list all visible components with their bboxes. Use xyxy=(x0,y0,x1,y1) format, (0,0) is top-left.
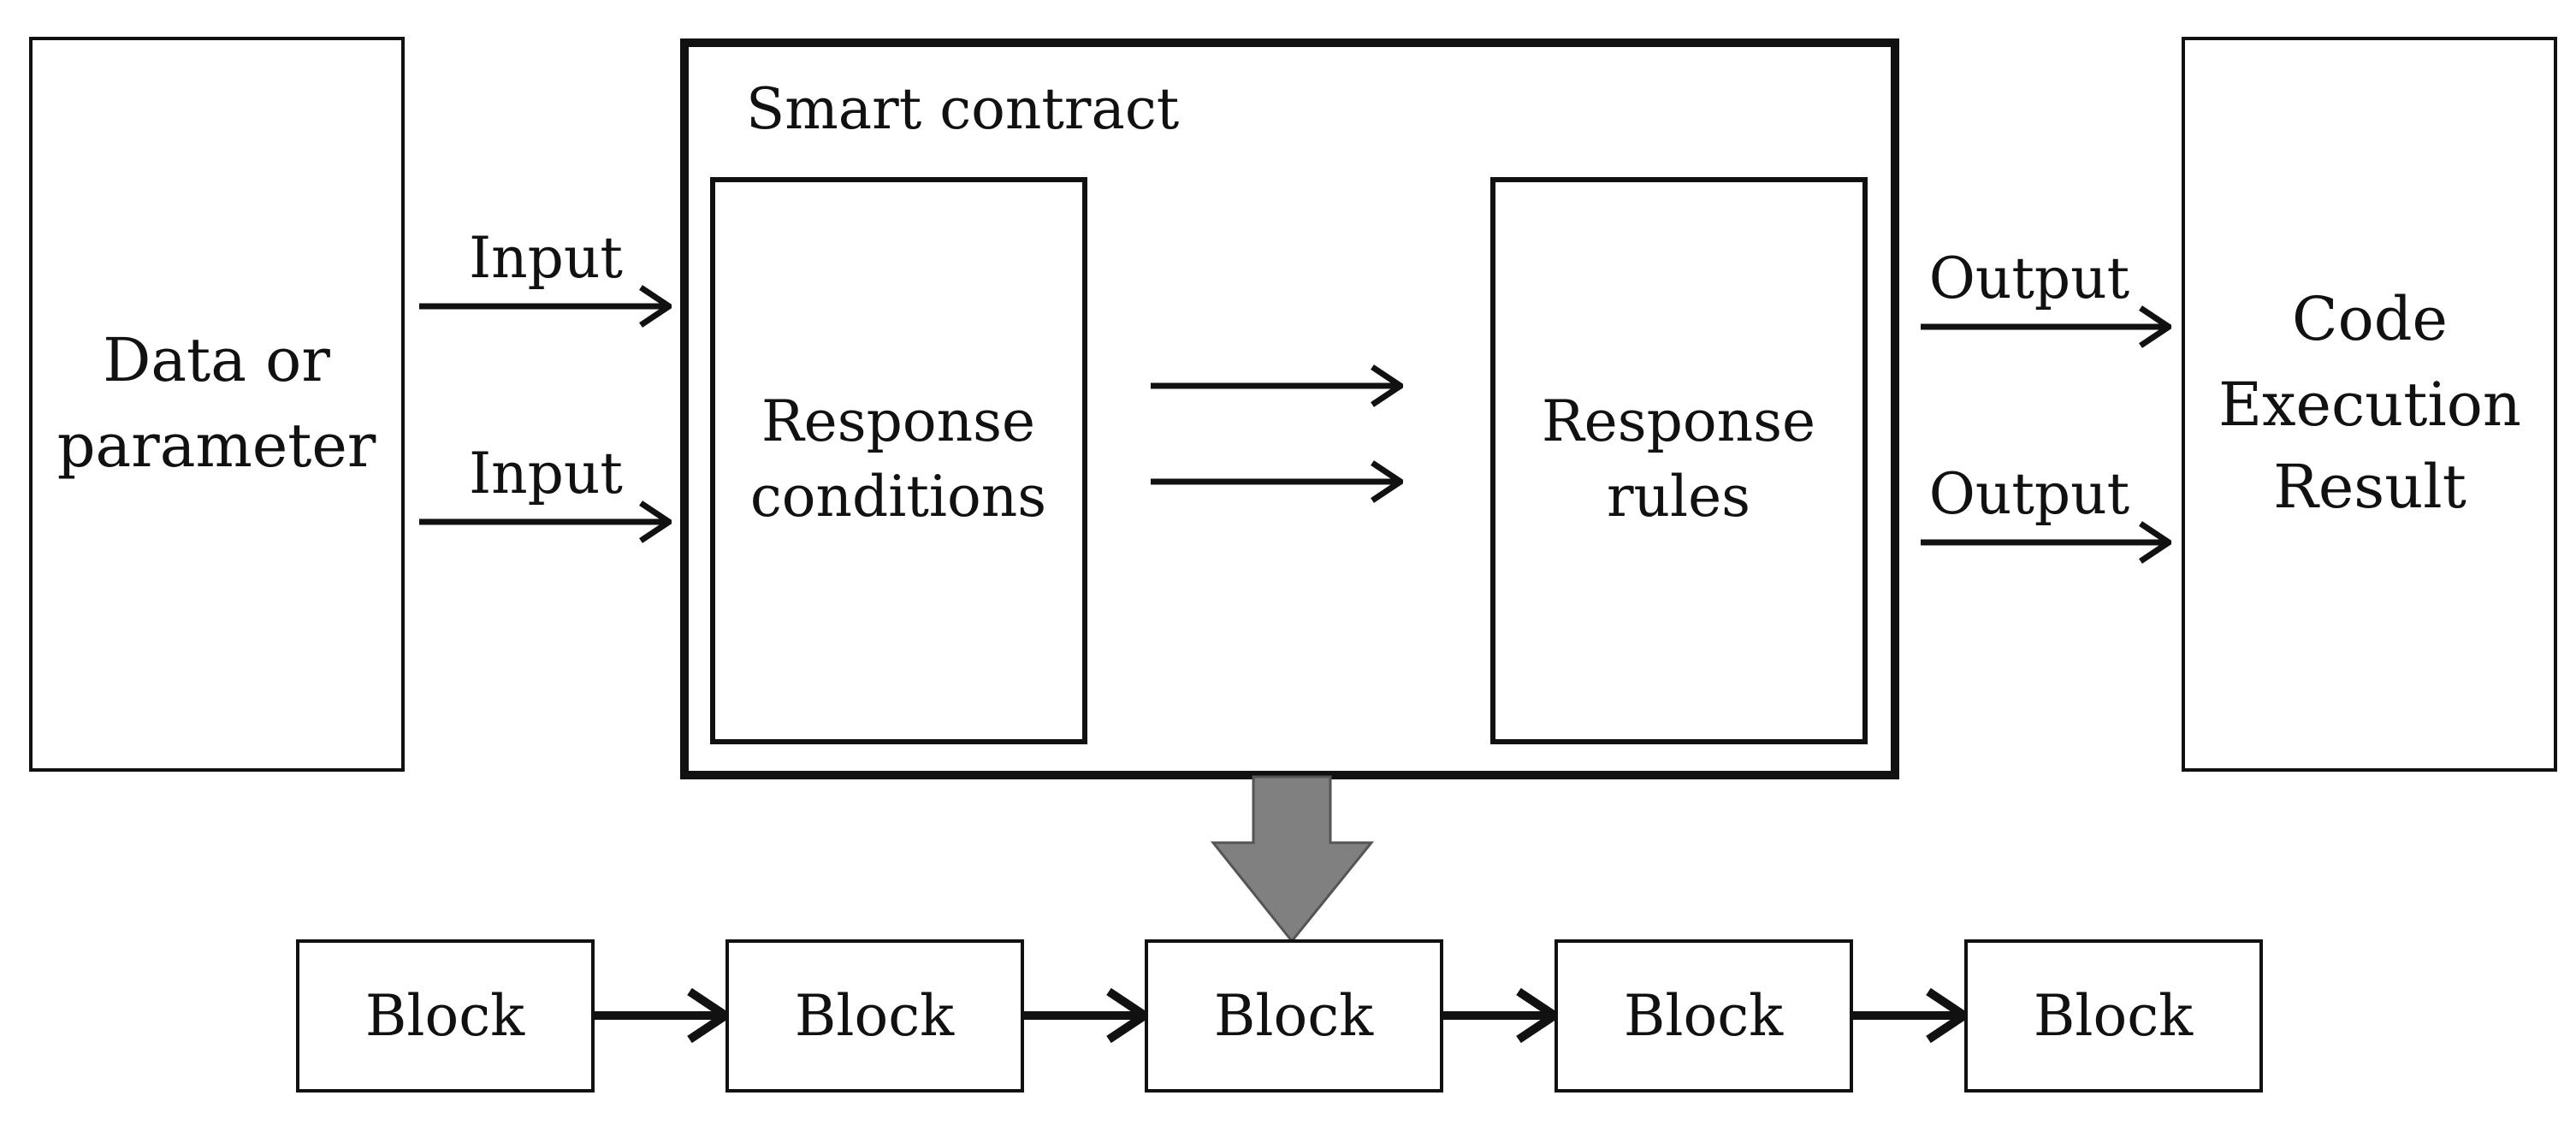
input-label-1: Input xyxy=(469,225,623,291)
response-conditions-box: Response conditions xyxy=(710,177,1087,744)
output-label-2: Output xyxy=(1929,461,2129,527)
code-execution-result-line-2: Execution xyxy=(2218,370,2521,440)
input-arrow-1: Input xyxy=(419,225,669,306)
block-5: Block xyxy=(1964,939,2263,1093)
code-execution-result-line-3: Result xyxy=(2273,452,2466,522)
data-or-parameter-line-1: Data or xyxy=(103,325,330,395)
response-conditions-line-1: Response xyxy=(761,388,1035,454)
code-execution-result-line-1: Code xyxy=(2292,284,2448,354)
response-rules-line-2: rules xyxy=(1607,464,1750,530)
smart-contract-title: Smart contract xyxy=(746,76,1179,142)
block-1-label: Block xyxy=(365,983,525,1049)
output-arrow-1: Output xyxy=(1921,246,2169,327)
block-4: Block xyxy=(1554,939,1853,1093)
input-arrow-2: Input xyxy=(419,441,669,522)
block-2: Block xyxy=(725,939,1024,1093)
response-conditions-line-2: conditions xyxy=(750,464,1046,530)
response-rules-box: Response rules xyxy=(1490,177,1868,744)
blockchain: Block Block Block Block Block xyxy=(296,939,2263,1093)
data-or-parameter-line-2: parameter xyxy=(57,411,376,481)
block-1: Block xyxy=(296,939,595,1093)
block-4-label: Block xyxy=(1624,983,1784,1049)
block-3-label: Block xyxy=(1214,983,1374,1049)
output-label-1: Output xyxy=(1929,246,2129,311)
output-arrow-2: Output xyxy=(1921,461,2169,542)
block-3: Block xyxy=(1145,939,1443,1093)
deploy-to-blockchain-arrow xyxy=(1210,775,1375,944)
code-execution-result-box: Code Execution Result xyxy=(2182,37,2557,772)
response-rules-line-1: Response xyxy=(1542,388,1815,454)
block-2-label: Block xyxy=(795,983,955,1049)
input-label-2: Input xyxy=(469,441,623,506)
block-5-label: Block xyxy=(2034,983,2194,1049)
data-or-parameter-box: Data or parameter xyxy=(29,37,405,772)
